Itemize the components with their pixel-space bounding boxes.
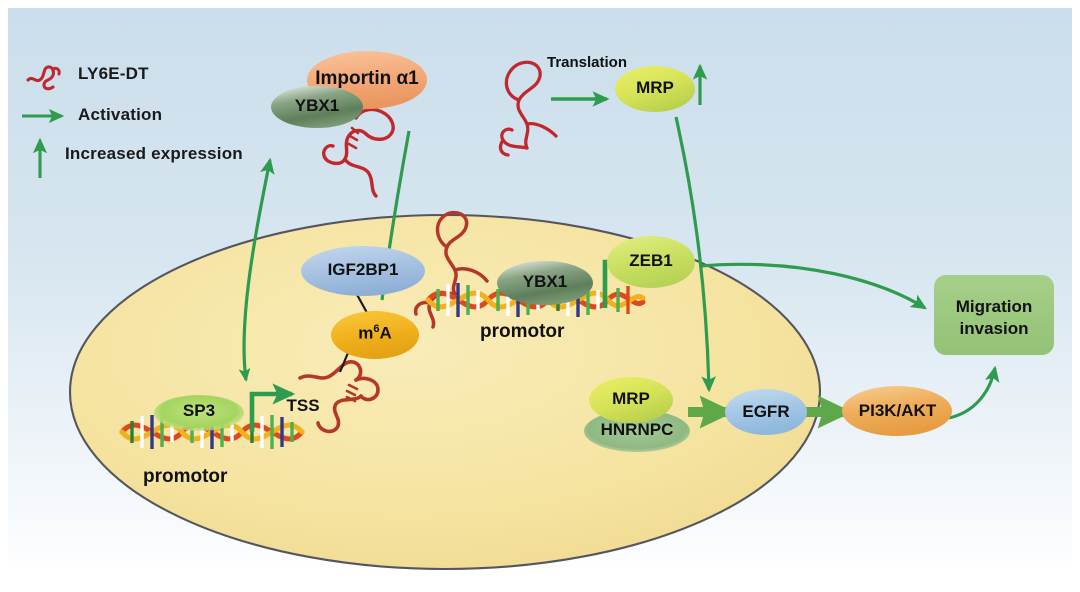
arrow-m6a-to-ybx1-cyto bbox=[238, 157, 275, 382]
arrow-zeb1-to-migration bbox=[699, 262, 927, 310]
node-sp3-shape bbox=[154, 395, 244, 431]
node-ybx1-cyto-shape bbox=[271, 86, 363, 128]
node-m6a-shape bbox=[331, 311, 419, 359]
node-pi3k-akt-shape bbox=[842, 386, 952, 436]
arrow-pi3kakt-to-migration bbox=[948, 365, 1000, 420]
node-mrp-cyto-shape bbox=[615, 66, 695, 112]
node-igf2bp1-shape bbox=[301, 246, 425, 296]
node-zeb1-shape bbox=[607, 236, 695, 288]
node-hnrnpc-shape bbox=[584, 410, 690, 452]
node-ybx1-nuc-shape bbox=[497, 261, 593, 305]
node-egfr-shape bbox=[725, 389, 807, 435]
rna-strand-importin bbox=[316, 100, 395, 198]
node-mrp-nuc-shape bbox=[589, 377, 673, 423]
arrow-tss bbox=[249, 383, 296, 432]
legend-rna-squiggle-icon bbox=[26, 65, 61, 91]
dna-helix-promotor-left bbox=[119, 415, 305, 449]
arrow-mrp-to-nucleus-mrp bbox=[674, 116, 716, 393]
nucleus bbox=[68, 213, 822, 571]
rna-strand-translation bbox=[498, 60, 558, 157]
node-migration-shape bbox=[934, 275, 1054, 355]
